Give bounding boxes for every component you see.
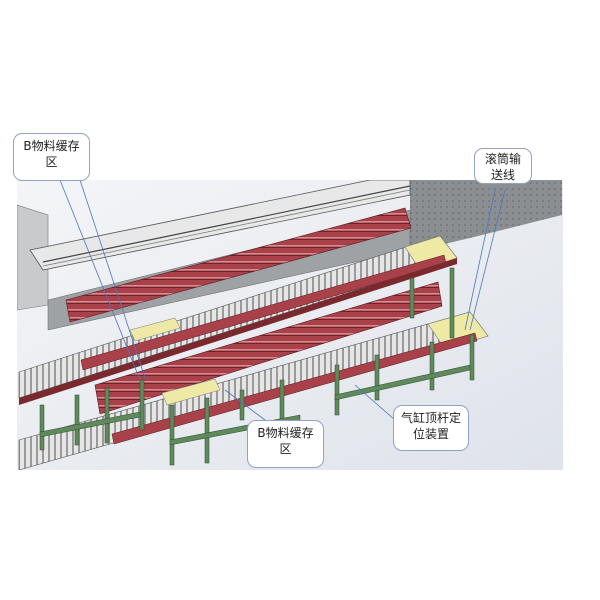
callout-text-line1: B物料缓存 (257, 426, 314, 440)
bar-bundle-top (65, 207, 412, 323)
callout-text-line1: B物料缓存 (23, 139, 80, 153)
callout-text-line2: 位装置 (412, 427, 449, 441)
bar-lower-conveyor (111, 332, 478, 445)
callout-text-line2: 区 (45, 155, 58, 169)
conveyor-upper-yellow (129, 317, 181, 342)
bar-bundle-middle (94, 281, 443, 415)
callout-text-line2: 区 (279, 442, 292, 456)
leader-lines (59, 179, 506, 421)
callout-b-buffer-top: B物料缓存 区 (13, 133, 90, 181)
callout-cylinder-positioning: 气缸顶杆定 位装置 (393, 405, 469, 451)
machine-housing (410, 180, 562, 252)
callout-b-buffer-bottom: B物料缓存 区 (247, 420, 324, 468)
callout-text-line1: 滚筒输 (484, 152, 521, 166)
callout-text-line2: 送线 (490, 168, 515, 182)
callout-roller-conveyor: 滚筒输 送线 (474, 148, 532, 184)
callout-text-line1: 气缸顶杆定 (400, 411, 461, 425)
conveyor-lower-yellow (161, 378, 221, 406)
